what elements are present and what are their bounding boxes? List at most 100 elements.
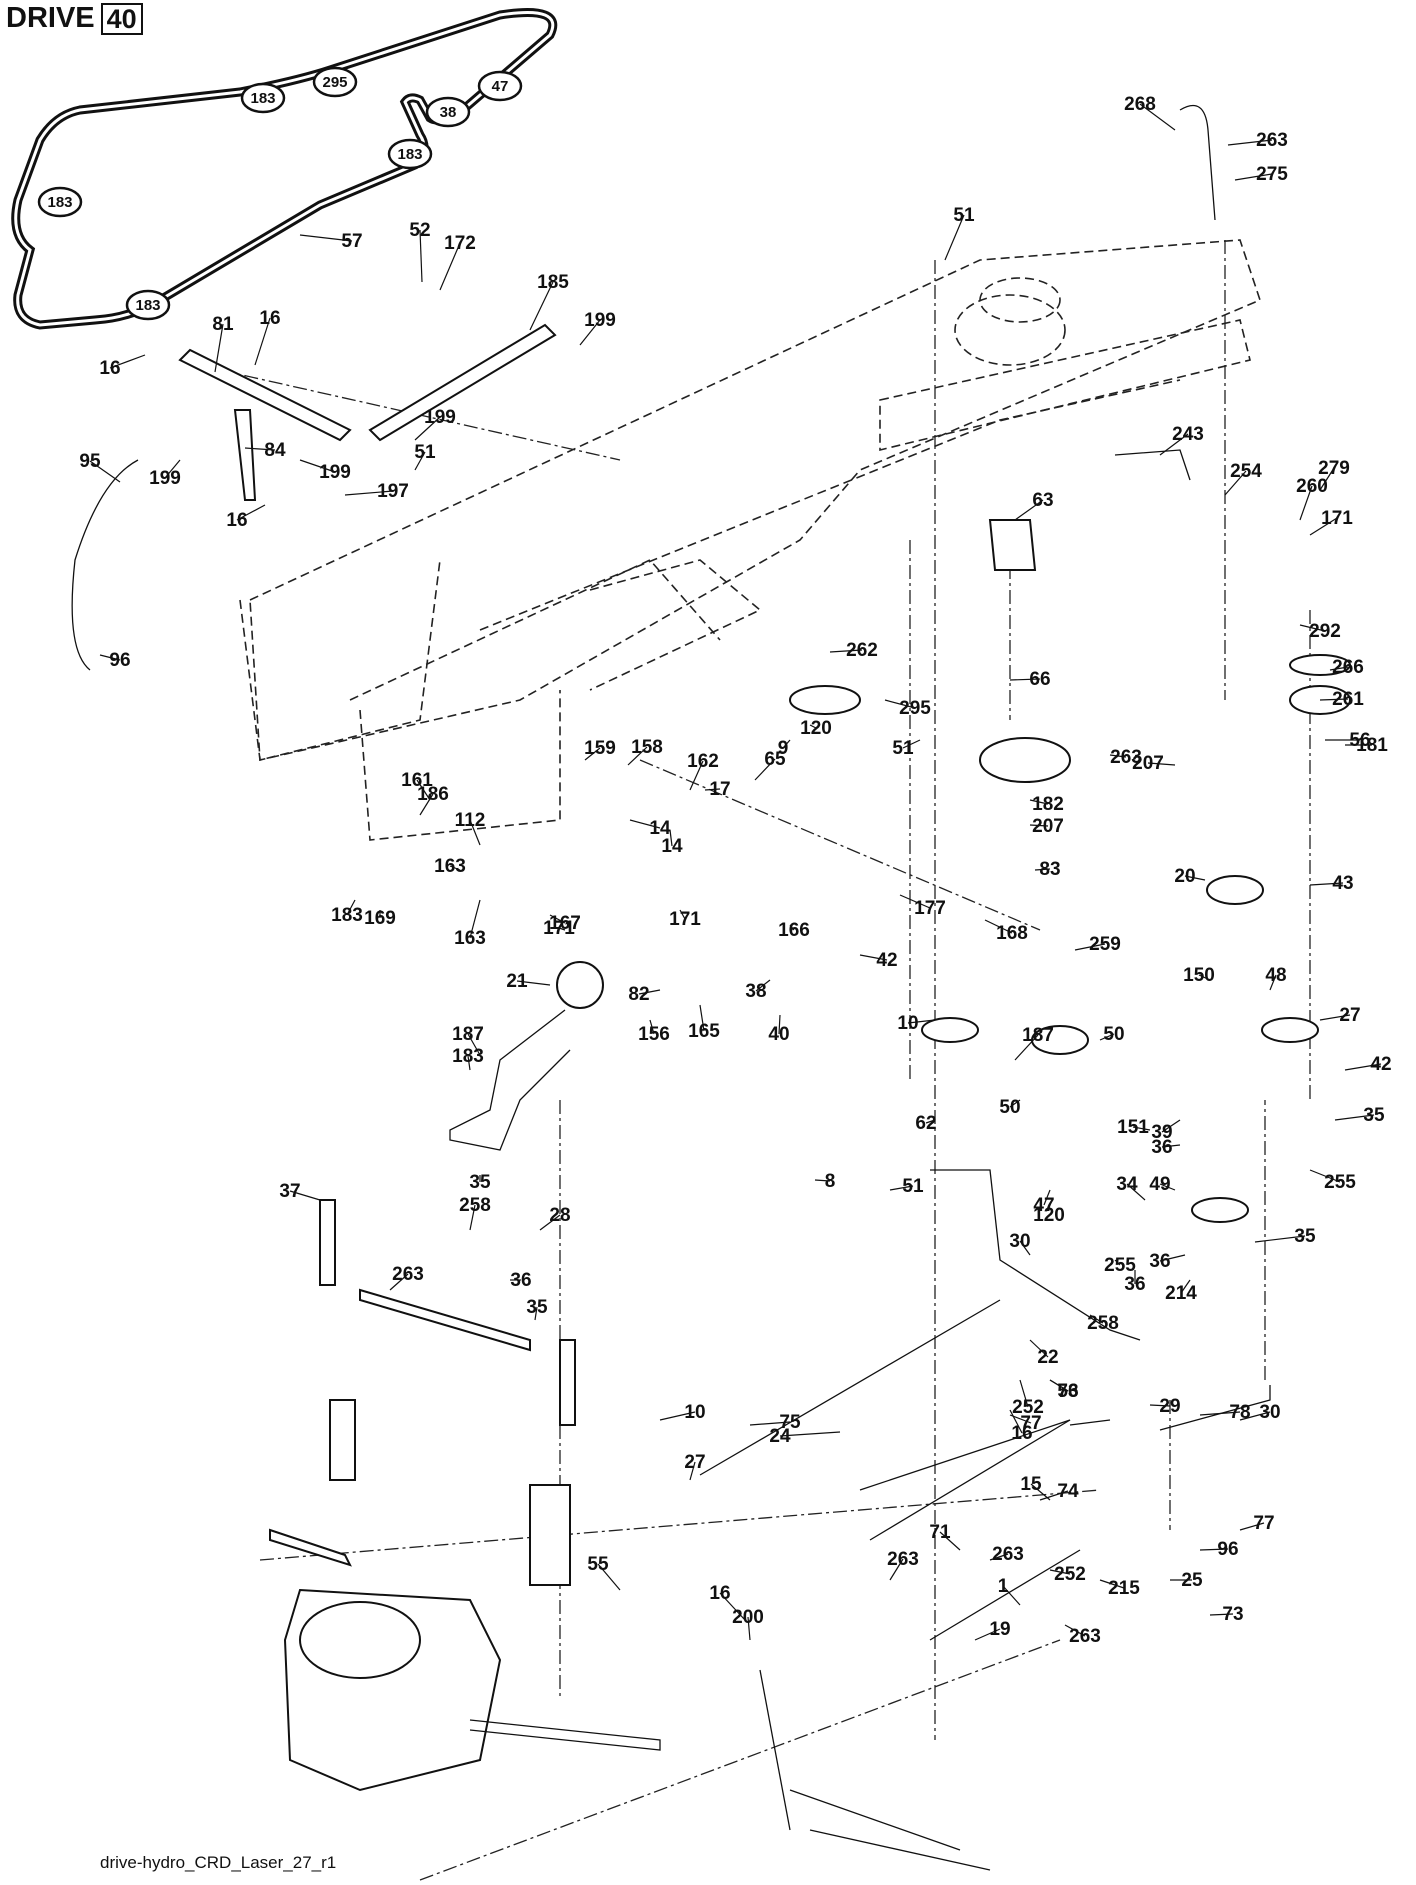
part-callout: 158 [627, 737, 663, 766]
callout-number: 34 [1116, 1174, 1138, 1195]
callout-number: 120 [1033, 1205, 1065, 1226]
callout-number: 27 [684, 1452, 705, 1473]
part-callout: 96 [99, 650, 131, 671]
callout-number: 22 [1037, 1347, 1058, 1368]
callout-number: 75 [779, 1412, 801, 1433]
callout-number: 36 [1124, 1274, 1145, 1295]
callout-number: 255 [1104, 1255, 1136, 1276]
callout-number: 279 [1318, 458, 1350, 479]
part-callout: 263 [989, 1544, 1024, 1565]
part-callout: 255 [1104, 1255, 1136, 1276]
callout-number: 51 [902, 1176, 924, 1197]
part-callout: 171 [1309, 508, 1353, 536]
part-callout: 42 [859, 950, 898, 971]
callout-number: 215 [1108, 1578, 1140, 1599]
callout-number: 295 [899, 698, 931, 719]
belt-pulley-badge: 295 [312, 66, 358, 98]
belt-pulley-badge: 183 [240, 82, 286, 114]
callout-number: 76 [1057, 1381, 1078, 1402]
part-callout: 36 [1149, 1251, 1186, 1272]
belt-pulley-badge: 38 [425, 96, 471, 128]
callout-number: 30 [1009, 1231, 1030, 1252]
callout-number: 9 [778, 738, 789, 759]
callout-number: 262 [846, 640, 878, 661]
part-callout: 63 [1014, 490, 1054, 521]
callout-number: 35 [526, 1297, 548, 1318]
part-callout: 120 [1033, 1205, 1065, 1226]
callout-number: 166 [778, 920, 810, 941]
part-callout: 187 [1014, 1025, 1054, 1061]
callout-number: 163 [434, 856, 466, 877]
badge-label: 183 [47, 194, 72, 211]
part-callout: 150 [1183, 965, 1215, 986]
belt-pulley-badge: 183 [387, 138, 433, 170]
callout-number: 73 [1222, 1604, 1243, 1625]
callout-number: 252 [1012, 1397, 1044, 1418]
part-callout: 182 [1029, 794, 1064, 815]
part-callout: 39 [1151, 1119, 1181, 1143]
part-callout: 263 [1064, 1624, 1101, 1647]
part-callout: 262 [829, 640, 878, 661]
part-callout: 74 [1039, 1481, 1079, 1502]
callout-number: 74 [1057, 1481, 1079, 1502]
callout-number: 39 [1151, 1122, 1172, 1143]
part-callout: 252 [1049, 1564, 1086, 1585]
part-callout: 275 [1234, 164, 1288, 185]
part-callout: 183 [452, 1046, 484, 1071]
part-callout: 168 [984, 919, 1028, 944]
part-callout: 171 [543, 918, 575, 939]
part-callout: 50 [999, 1097, 1020, 1118]
callout-number: 197 [377, 481, 409, 502]
page-title: DRIVE 40 [6, 2, 143, 35]
badge-label: 47 [492, 78, 509, 95]
callout-number: 52 [409, 220, 430, 241]
callout-number: 16 [226, 510, 247, 531]
callout-number: 207 [1132, 753, 1164, 774]
part-callout: 10 [897, 1013, 936, 1034]
callout-number: 261 [1332, 689, 1364, 710]
part-callout: 76 [1049, 1379, 1079, 1402]
part-callout: 120 [800, 718, 832, 739]
part-callout: 167 [549, 913, 581, 934]
callout-number: 30 [1259, 1402, 1280, 1423]
belt-pulley-badge: 183 [125, 289, 171, 321]
callout-number: 162 [687, 751, 719, 772]
title-text: DRIVE [6, 2, 95, 34]
callout-number: 151 [1117, 1117, 1149, 1138]
callout-number: 43 [1332, 873, 1353, 894]
part-callout: 36 [510, 1270, 532, 1291]
part-callout: 254 [1224, 461, 1262, 496]
part-callout: 77 [1239, 1513, 1275, 1534]
part-callout: 199 [579, 310, 616, 346]
part-callout: 159 [584, 738, 616, 761]
part-callout: 48 [1265, 965, 1287, 991]
part-callout: 62 [915, 1113, 936, 1134]
part-callout: 96 [1199, 1539, 1239, 1560]
callout-number: 255 [1324, 1172, 1356, 1193]
callout-number: 169 [364, 908, 396, 929]
callout-number: 161 [401, 770, 433, 791]
callout-number: 156 [638, 1024, 670, 1045]
part-callout: 172 [439, 233, 476, 291]
callout-number: 81 [212, 314, 234, 335]
callout-number: 15 [1020, 1474, 1042, 1495]
part-callout: 35 [1334, 1105, 1385, 1126]
part-callout: 171 [669, 909, 701, 930]
part-callout: 161 [401, 770, 433, 801]
part-callout: 36 [1151, 1137, 1181, 1158]
callout-number: 57 [341, 231, 362, 252]
part-callout: 177 [899, 894, 946, 919]
callout-number: 65 [764, 749, 786, 770]
part-callout: 292 [1299, 621, 1341, 642]
part-callout: 75 [749, 1412, 801, 1433]
callout-number: 268 [1124, 94, 1156, 115]
callout-number: 50 [1103, 1024, 1124, 1045]
part-callout: 151 [1117, 1117, 1151, 1138]
callout-number: 172 [444, 233, 476, 254]
part-callout: 42 [1344, 1054, 1392, 1075]
part-callout: 51 [944, 205, 975, 261]
callout-number: 38 [745, 981, 766, 1002]
part-callout: 183 [331, 899, 363, 926]
callout-number: 47 [1033, 1195, 1054, 1216]
callout-number: 263 [1110, 747, 1142, 768]
